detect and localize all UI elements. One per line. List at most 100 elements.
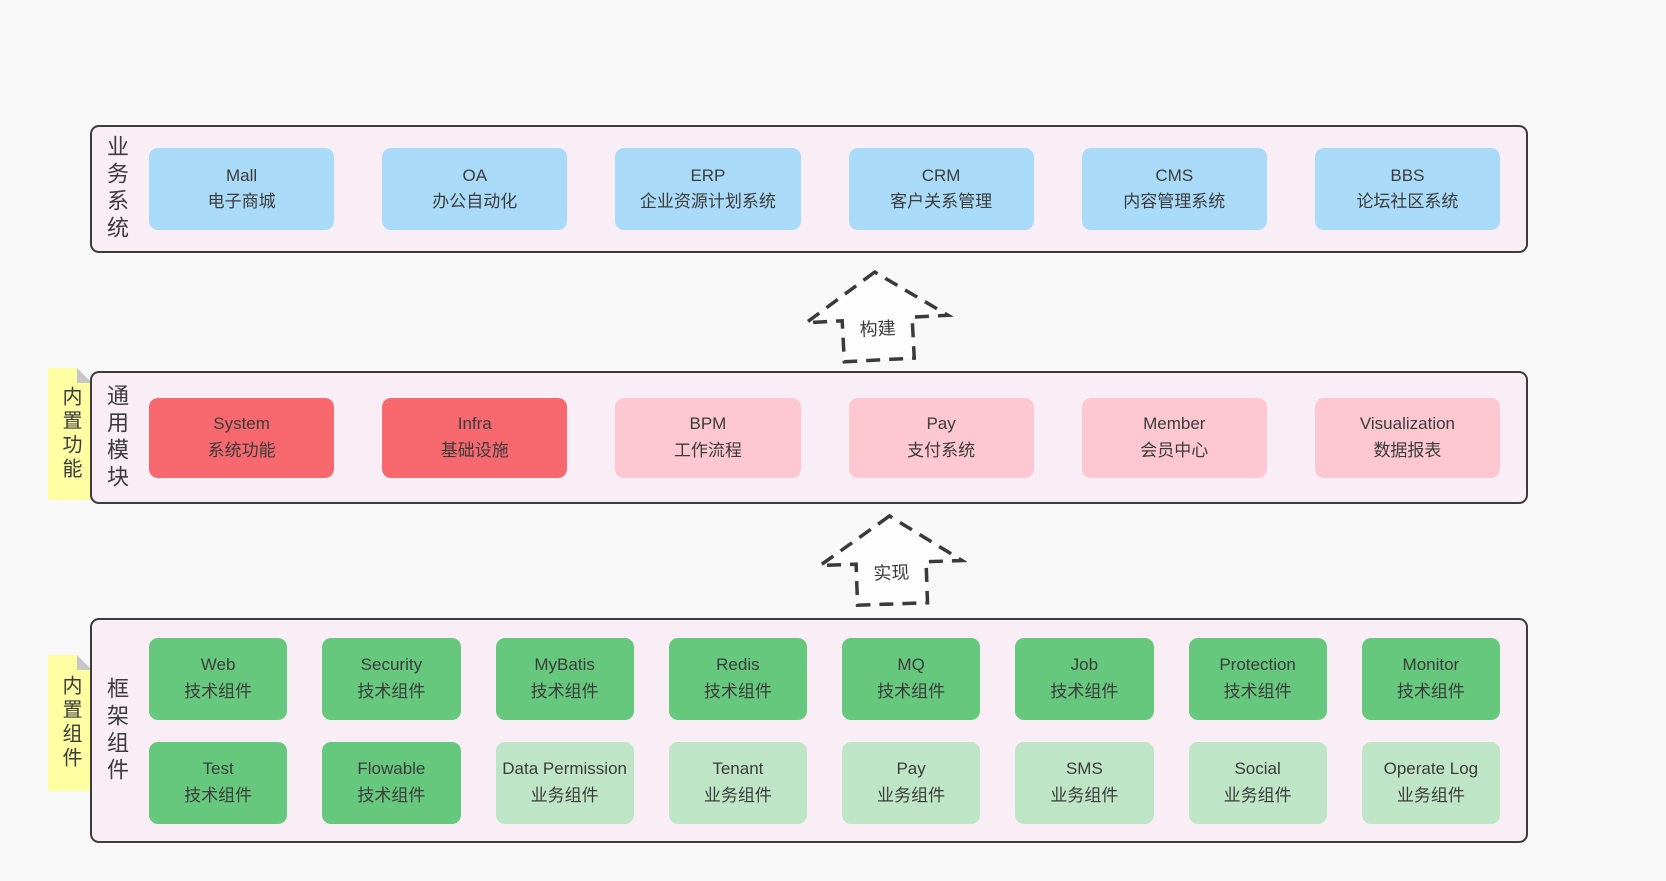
- box-subtitle: 技术组件: [1223, 681, 1292, 701]
- box-subtitle: 技术组件: [184, 785, 253, 805]
- box-title: ERP: [690, 165, 726, 185]
- box-title: CRM: [921, 165, 961, 185]
- box-subtitle: 技术组件: [357, 681, 426, 701]
- box-title: MQ: [897, 655, 925, 675]
- box-subtitle: 客户关系管理: [890, 192, 993, 211]
- box-subtitle: 业务组件: [1223, 785, 1292, 805]
- box-subtitle: 支付系统: [907, 440, 976, 460]
- implement-arrow: 实现: [813, 509, 968, 610]
- box-subtitle: 系统功能: [207, 440, 276, 460]
- box-data-permission: Data Permission 业务组件: [495, 741, 634, 824]
- box-subtitle: 技术组件: [357, 785, 426, 805]
- business-systems-panel: 业务系统 Mall 电子商城 OA 办公自动化 ERP 企业资源计划系统 CRM…: [90, 125, 1528, 253]
- box-system: System 系统功能: [149, 397, 335, 478]
- box-title: Pay: [926, 414, 956, 434]
- framework-components-row-1: Web 技术组件 Security 技术组件 MyBatis 技术组件 Redi…: [149, 637, 1500, 720]
- folded-corner-icon: [77, 655, 92, 670]
- box-title: Data Permission: [502, 759, 627, 779]
- box-title: Social: [1234, 759, 1281, 779]
- box-mq: MQ 技术组件: [842, 637, 981, 720]
- box-subtitle: 工作流程: [673, 440, 742, 460]
- box-title: Pay: [896, 759, 926, 779]
- box-monitor: Monitor 技术组件: [1361, 637, 1500, 720]
- box-flowable: Flowable 技术组件: [322, 741, 461, 824]
- box-member: Member 会员中心: [1081, 397, 1267, 478]
- box-bbs: BBS 论坛社区系统: [1314, 148, 1501, 230]
- box-title: Infra: [457, 414, 492, 434]
- folded-corner-icon: [77, 368, 92, 383]
- box-subtitle: 论坛社区系统: [1356, 192, 1459, 211]
- box-subtitle: 内容管理系统: [1123, 192, 1226, 211]
- box-title: BBS: [1390, 165, 1425, 185]
- box-erp: ERP 企业资源计划系统: [615, 148, 801, 230]
- box-protection: Protection 技术组件: [1188, 637, 1327, 720]
- box-title: System: [213, 414, 270, 434]
- box-sms: SMS 业务组件: [1015, 741, 1154, 824]
- box-subtitle: 办公自动化: [432, 192, 518, 211]
- box-subtitle: 业务组件: [703, 785, 772, 805]
- box-subtitle: 技术组件: [703, 681, 772, 701]
- business-systems-label: 业务系统: [104, 135, 129, 243]
- box-subtitle: 技术组件: [877, 681, 946, 701]
- box-title: Redis: [716, 655, 760, 675]
- box-mybatis: MyBatis 技术组件: [495, 637, 634, 720]
- framework-components-label: 框架组件: [104, 676, 129, 785]
- box-subtitle: 电子商城: [207, 192, 276, 211]
- framework-components-row-2: Test 技术组件 Flowable 技术组件 Data Permission …: [149, 741, 1500, 824]
- box-web: Web 技术组件: [149, 637, 288, 720]
- built-in-features-tag-label: 内置功能: [59, 386, 81, 482]
- box-pay-business: Pay 业务组件: [842, 741, 981, 824]
- box-subtitle: 技术组件: [184, 681, 253, 701]
- box-subtitle: 业务组件: [877, 785, 946, 805]
- framework-components-rows: Web 技术组件 Security 技术组件 MyBatis 技术组件 Redi…: [149, 637, 1500, 824]
- box-redis: Redis 技术组件: [668, 637, 807, 720]
- box-title: MyBatis: [534, 655, 595, 675]
- common-modules-panel: 通用模块 System 系统功能 Infra 基础设施 BPM 工作流程 Pay…: [90, 371, 1528, 504]
- built-in-features-tag: 内置功能: [48, 368, 92, 500]
- box-job: Job 技术组件: [1015, 637, 1154, 720]
- box-subtitle: 业务组件: [1050, 785, 1119, 805]
- box-subtitle: 业务组件: [1396, 785, 1465, 805]
- implement-arrow-label: 实现: [873, 562, 910, 584]
- box-pay: Pay 支付系统: [848, 397, 1034, 478]
- box-test: Test 技术组件: [149, 741, 288, 824]
- box-operate-log: Operate Log 业务组件: [1361, 741, 1500, 824]
- box-subtitle: 基础设施: [440, 440, 509, 460]
- box-security: Security 技术组件: [322, 637, 461, 720]
- box-subtitle: 会员中心: [1140, 440, 1209, 460]
- framework-components-panel: 框架组件 Web 技术组件 Security 技术组件 MyBatis 技术组件…: [90, 618, 1528, 843]
- box-title: Test: [202, 759, 234, 779]
- box-title: Tenant: [712, 759, 764, 779]
- built-in-components-tag-label: 内置组件: [59, 675, 81, 771]
- box-title: OA: [462, 165, 488, 185]
- box-subtitle: 技术组件: [1396, 681, 1465, 701]
- box-title: Security: [360, 655, 423, 675]
- box-subtitle: 技术组件: [530, 681, 599, 701]
- box-title: BPM: [689, 414, 727, 434]
- box-title: Operate Log: [1383, 759, 1479, 779]
- dashed-up-arrow-icon: [814, 513, 968, 608]
- business-systems-boxes: Mall 电子商城 OA 办公自动化 ERP 企业资源计划系统 CRM 客户关系…: [149, 148, 1501, 230]
- box-title: Job: [1070, 655, 1099, 675]
- box-oa: OA 办公自动化: [382, 148, 568, 230]
- box-visualization: Visualization 数据报表: [1314, 397, 1501, 478]
- box-bpm: BPM 工作流程: [615, 397, 801, 478]
- box-subtitle: 企业资源计划系统: [639, 192, 776, 211]
- box-mall: Mall 电子商城: [149, 148, 335, 230]
- box-subtitle: 数据报表: [1373, 440, 1442, 460]
- box-title: Flowable: [357, 759, 426, 779]
- build-arrow: 构建: [799, 264, 956, 368]
- box-title: Member: [1143, 414, 1206, 434]
- box-cms: CMS 内容管理系统: [1081, 148, 1267, 230]
- box-title: Visualization: [1359, 414, 1456, 434]
- built-in-components-tag: 内置组件: [48, 655, 92, 791]
- common-modules-boxes: System 系统功能 Infra 基础设施 BPM 工作流程 Pay 支付系统…: [149, 397, 1501, 478]
- box-social: Social 业务组件: [1188, 741, 1327, 824]
- box-tenant: Tenant 业务组件: [668, 741, 807, 824]
- box-title: SMS: [1065, 759, 1103, 779]
- box-title: Web: [200, 655, 236, 675]
- box-title: CMS: [1155, 165, 1194, 185]
- box-infra: Infra 基础设施: [382, 397, 568, 478]
- common-modules-label: 通用模块: [104, 383, 129, 492]
